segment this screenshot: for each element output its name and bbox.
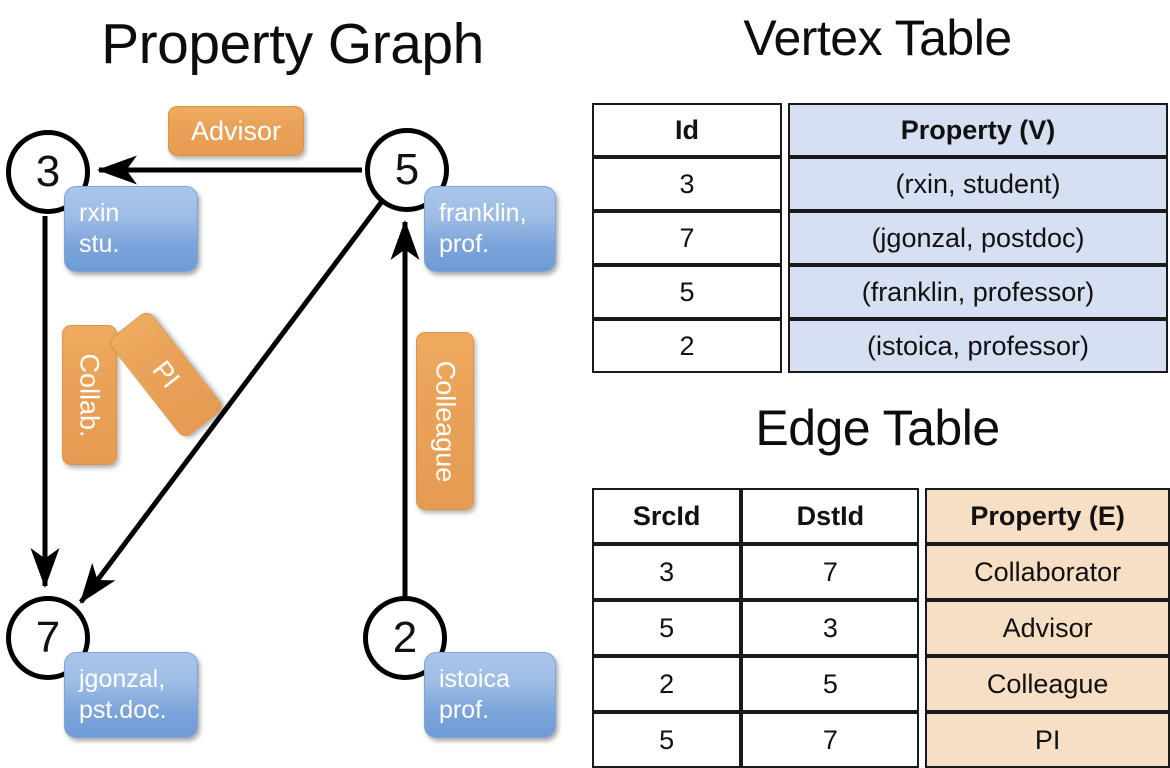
edge-table: SrcId DstId Property (E) 3 7 Collaborato… [592,488,1170,768]
vertex-cell-id: 5 [592,265,782,319]
vertex-cell-id: 3 [592,157,782,211]
vertex-cell-property: (rxin, student) [788,157,1168,211]
vertex-cell-property: (istoica, professor) [788,319,1168,373]
edge-cell-property: Advisor [925,600,1170,656]
property-graph-diagram: 3 5 7 2 rxin stu. franklin, prof. jgonza… [0,0,585,760]
table-row: 5 7 PI [592,712,1170,768]
table-row: 2 5 Colleague [592,656,1170,712]
edge-label-collab-text: Collab. [75,352,106,438]
node-property-bubble-istoica: istoica prof. [424,652,556,738]
vertex-header-property: Property (V) [788,103,1168,157]
vertex-cell-property: (franklin, professor) [788,265,1168,319]
vertex-cell-id: 2 [592,319,782,373]
table-row: 5 (franklin, professor) [592,265,1168,319]
table-header-row: Id Property (V) [592,103,1168,157]
edge-label-advisor: Advisor [168,106,304,156]
table-row: 3 7 Collaborator [592,544,1170,600]
edge-cell-srcid: 5 [592,712,742,768]
edge-cell-property: Collaborator [925,544,1170,600]
table-header-row: SrcId DstId Property (E) [592,488,1170,544]
edge-arrow-pi [79,198,385,604]
edge-cell-srcid: 5 [592,600,742,656]
graph-node-5[interactable]: 5 [365,128,449,212]
edge-cell-srcid: 2 [592,656,742,712]
edge-cell-dstid: 5 [741,656,920,712]
edge-cell-dstid: 7 [741,544,920,600]
edge-cell-srcid: 3 [592,544,742,600]
edge-header-srcid: SrcId [592,488,742,544]
vertex-cell-property: (jgonzal, postdoc) [788,211,1168,265]
edge-header-dstid: DstId [741,488,920,544]
edge-label-colleague-text: Colleague [430,360,461,482]
vertex-cell-id: 7 [592,211,782,265]
edge-label-pi-text: PI [146,354,187,394]
edge-label-collab: Collab. [62,325,117,465]
node-property-bubble-jgonzal: jgonzal, pst.doc. [64,652,198,738]
table-row: 2 (istoica, professor) [592,319,1168,373]
node-property-bubble-franklin: franklin, prof. [424,186,556,272]
edge-label-colleague: Colleague [416,332,474,510]
node-property-bubble-rxin: rxin stu. [64,186,198,272]
page-title-edge-table: Edge Table [755,400,1000,456]
page-title-vertex-table: Vertex Table [743,10,1012,66]
edge-cell-dstid: 7 [741,712,920,768]
vertex-table: Id Property (V) 3 (rxin, student) 7 (jgo… [592,103,1168,373]
table-row: 5 3 Advisor [592,600,1170,656]
page-title-property-graph: Property Graph [101,12,484,76]
edge-header-property: Property (E) [925,488,1170,544]
vertex-header-id: Id [592,103,782,157]
edge-cell-dstid: 3 [741,600,920,656]
graph-node-2[interactable]: 2 [363,596,447,680]
table-row: 3 (rxin, student) [592,157,1168,211]
edge-cell-property: Colleague [925,656,1170,712]
graph-edge-arrows [30,155,420,604]
table-row: 7 (jgonzal, postdoc) [592,211,1168,265]
